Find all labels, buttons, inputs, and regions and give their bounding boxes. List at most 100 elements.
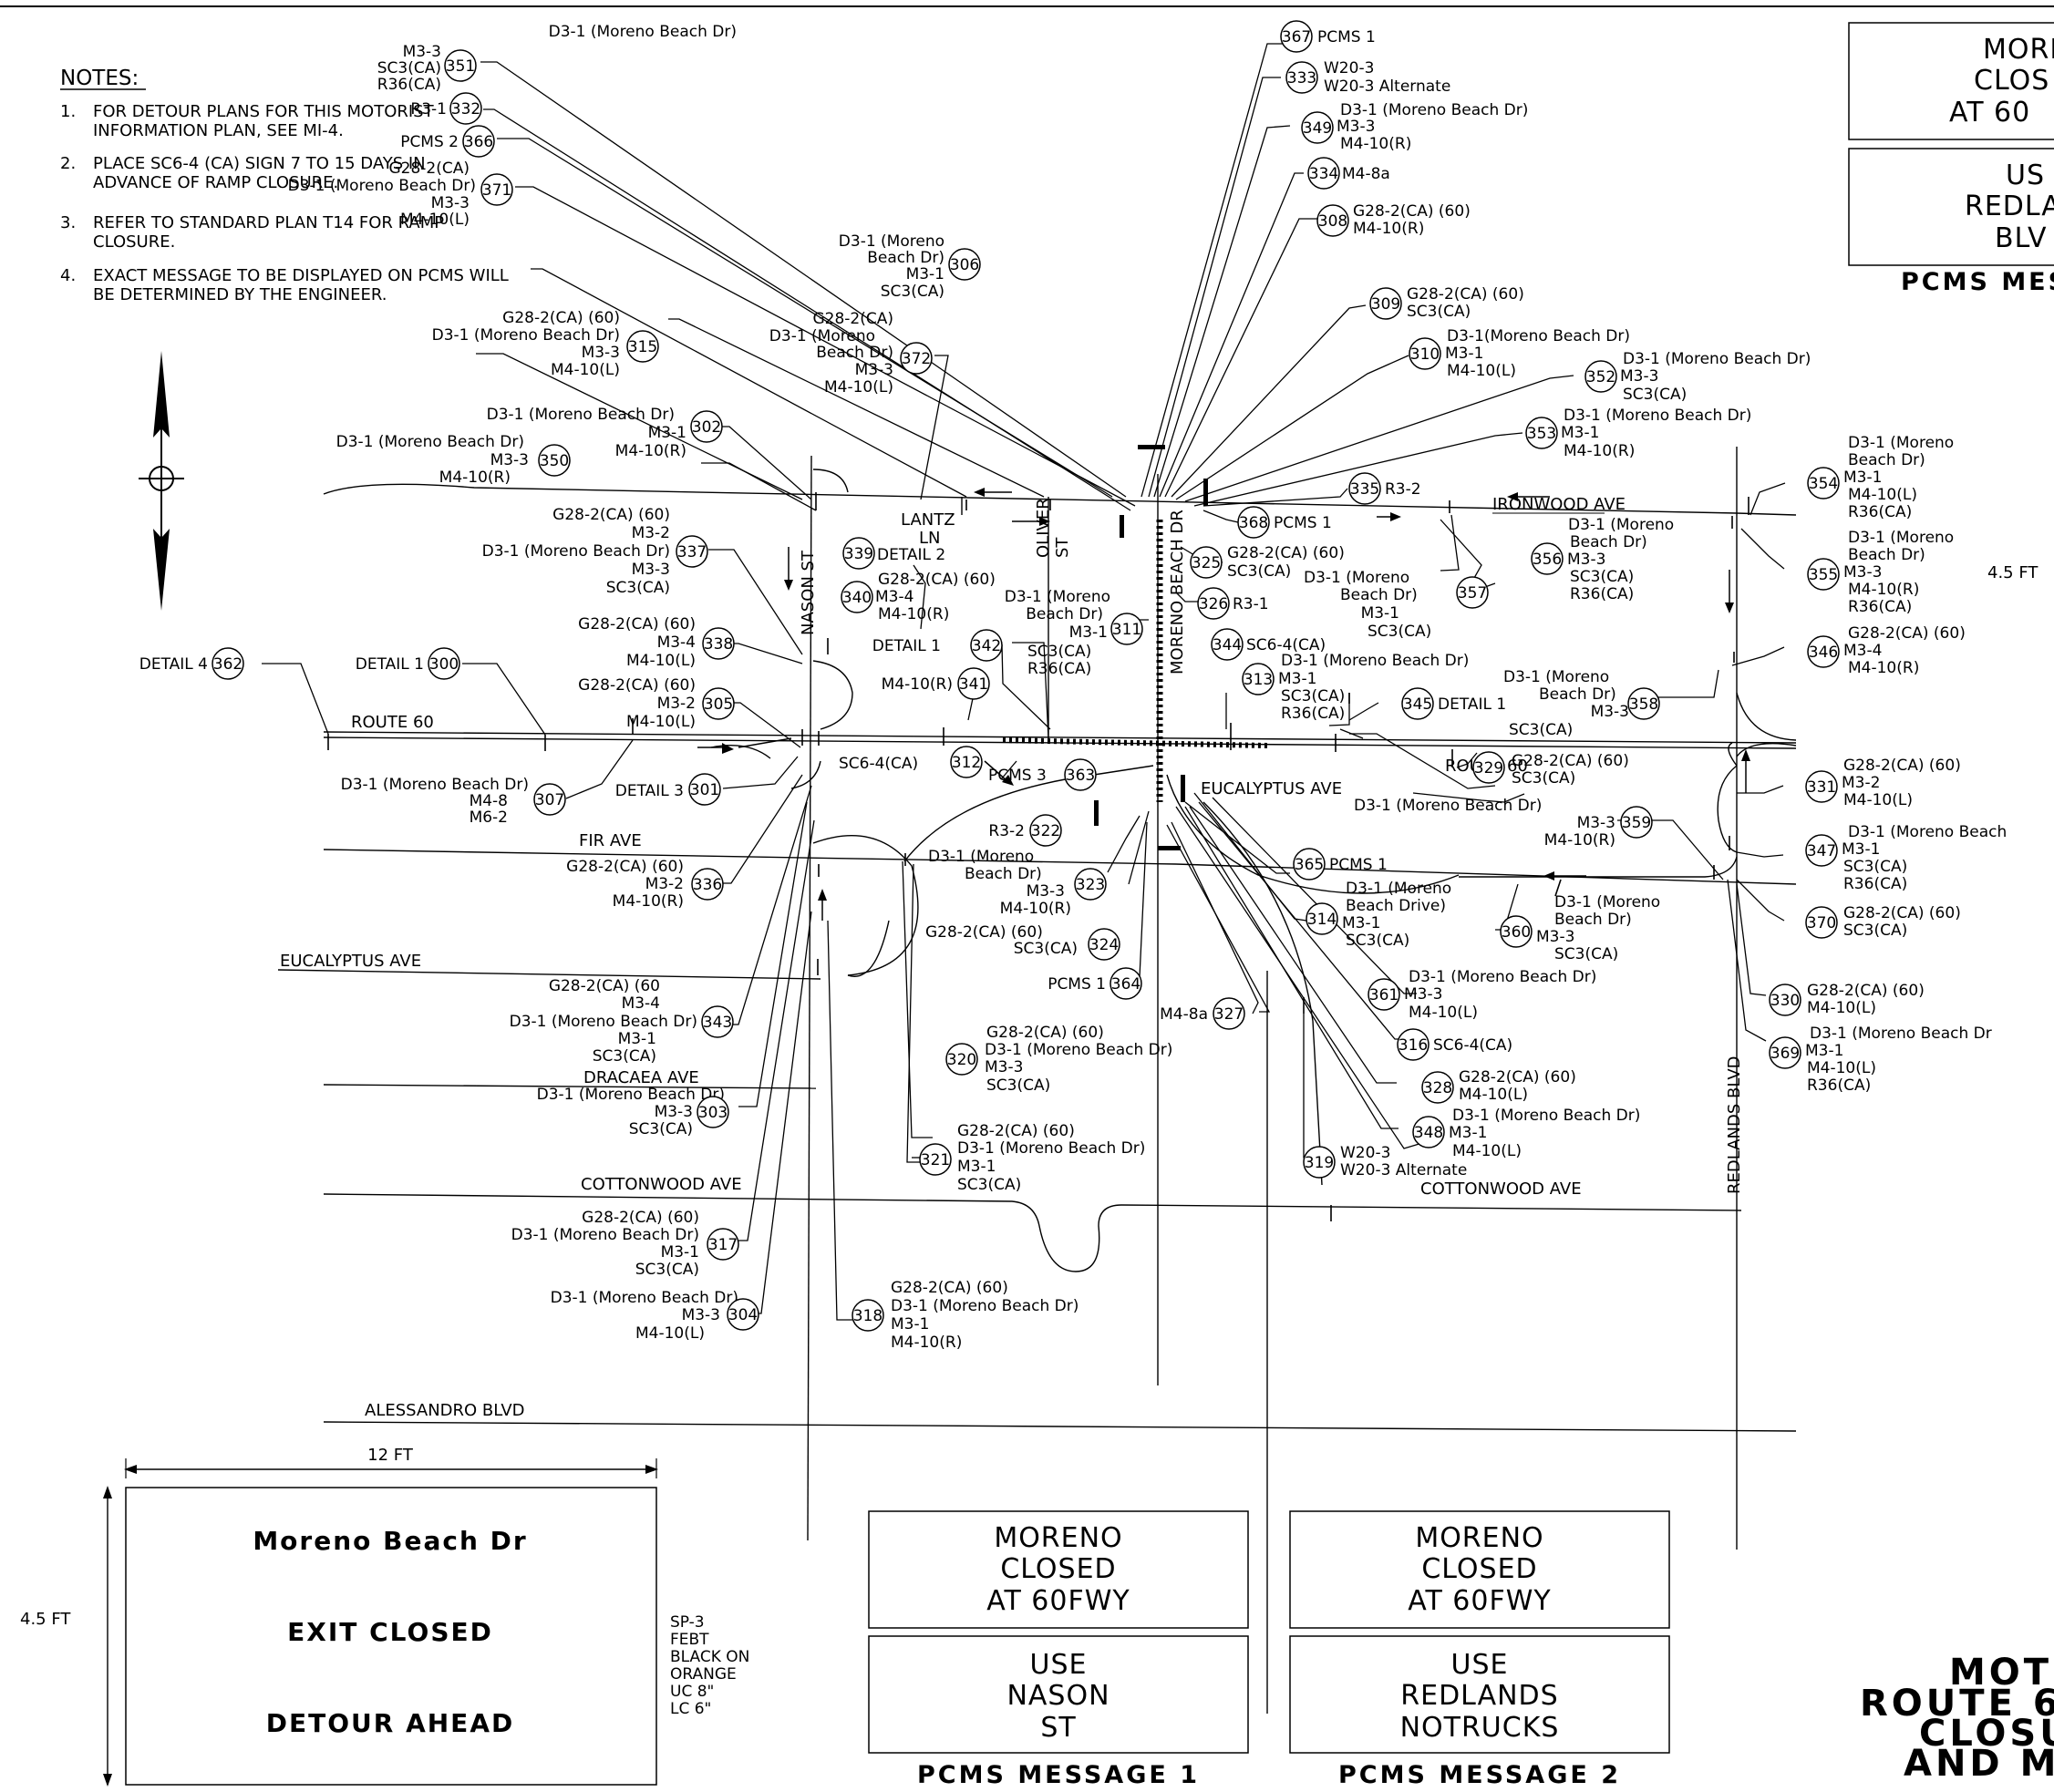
svg-text:359: 359 <box>1622 814 1651 832</box>
callout-324: G28-2(CA) (60) SC3(CA) 324 <box>925 923 1120 961</box>
callout-367: 367 PCMS 1 <box>1280 20 1376 53</box>
svg-text:M3-3: M3-3 <box>985 1058 1023 1076</box>
svg-text:SC6-4(CA): SC6-4(CA) <box>839 755 918 773</box>
callout-342: DETAIL 1 342 SC3(CA) R36(CA) <box>872 629 1091 678</box>
svg-text:D3-1 (Moreno: D3-1 (Moreno <box>1346 880 1451 898</box>
svg-text:M4-10(R): M4-10(R) <box>1340 135 1411 153</box>
notes-block: NOTES: 1. FOR DETOUR PLANS FOR THIS MOTO… <box>60 67 509 304</box>
svg-text:D3-1 (Moreno Beach Dr): D3-1 (Moreno Beach Dr) <box>891 1297 1079 1315</box>
road-label-ironwood-ave: IRONWOOD AVE <box>1492 495 1626 514</box>
callout-354: D3-1 (Moreno Beach Dr) 354 M3-1 M4-10(L)… <box>1807 434 1954 521</box>
svg-text:SC3(CA): SC3(CA) <box>377 59 441 77</box>
svg-text:M4-10(L): M4-10(L) <box>551 361 620 379</box>
svg-text:USE: USE <box>1030 1649 1088 1681</box>
svg-text:MORE: MORE <box>1983 34 2054 66</box>
svg-text:342: 342 <box>972 637 1001 655</box>
note-number: 2. <box>60 154 76 173</box>
arrow-icon <box>1507 492 1550 501</box>
svg-text:D3-1 (Moreno Beach Dr): D3-1 (Moreno Beach Dr) <box>482 542 670 561</box>
arrow-icon <box>697 743 734 754</box>
callout-339: 339 DETAIL 2 <box>842 537 945 570</box>
route-60-south-edge <box>323 736 1797 749</box>
svg-text:G28-2(CA) (60): G28-2(CA) (60) <box>957 1122 1075 1140</box>
svg-text:G28-2(CA): G28-2(CA) <box>812 310 893 328</box>
svg-text:G28-2(CA) (60: G28-2(CA) (60 <box>549 977 660 995</box>
svg-text:316: 316 <box>1399 1036 1428 1055</box>
svg-text:R3-1: R3-1 <box>410 100 447 118</box>
svg-text:M3-4: M3-4 <box>657 633 696 652</box>
svg-text:315: 315 <box>628 338 657 356</box>
callout-355: D3-1 (Moreno Beach Dr) 355 M3-3 M4-10(R)… <box>1807 529 1954 616</box>
svg-text:M4-8a: M4-8a <box>1342 165 1390 183</box>
arrow-icon <box>1012 517 1050 526</box>
svg-text:G28-2(CA) (60): G28-2(CA) (60) <box>552 506 670 524</box>
callout-346: G28-2(CA) (60) 346 M3-4 M4-10(R) <box>1807 624 1966 677</box>
width-dimension-label: 12 FT <box>367 1446 414 1465</box>
callout-336: G28-2(CA) (60) M3-2 M4-10(R) 336 <box>566 858 724 911</box>
svg-text:M4-8a: M4-8a <box>1160 1005 1208 1024</box>
callout-314: D3-1 (Moreno Beach Drive) 314 M3-1 SC3(C… <box>1306 880 1451 950</box>
svg-text:D3-1 (Moreno Beach Dr): D3-1 (Moreno Beach Dr) <box>336 433 524 451</box>
svg-text:SC3(CA): SC3(CA) <box>606 579 670 597</box>
svg-text:D3-1 (Moreno Beach Dr): D3-1 (Moreno Beach Dr) <box>341 776 529 794</box>
callout-330: 330 G28-2(CA) (60) M4-10(L) <box>1769 982 1925 1017</box>
svg-text:M4-10(L): M4-10(L) <box>400 211 470 229</box>
svg-text:302: 302 <box>692 418 721 437</box>
arrow-icon <box>1377 512 1401 521</box>
svg-text:320: 320 <box>947 1051 976 1069</box>
dracaea-ave-road <box>323 1084 817 1089</box>
svg-text:327: 327 <box>1214 1005 1244 1024</box>
svg-text:308: 308 <box>1318 212 1347 231</box>
svg-text:M6-2: M6-2 <box>470 808 508 827</box>
note-line: FOR DETOUR PLANS FOR THIS MOTORIST <box>93 102 435 121</box>
svg-text:M3-1: M3-1 <box>1069 623 1108 642</box>
svg-text:FEBT: FEBT <box>670 1631 709 1649</box>
sign-specification: SP-3 FEBT BLACK ON ORANGE UC 8" LC 6" <box>670 1613 749 1718</box>
svg-text:M3-2: M3-2 <box>1842 774 1880 792</box>
callout-363: PCMS 3 363 <box>988 758 1097 791</box>
svg-text:303: 303 <box>698 1104 728 1122</box>
road-label-dracaea-ave: DRACAEA AVE <box>583 1068 699 1087</box>
callout-352: D3-1 (Moreno Beach Dr) 352 M3-3 SC3(CA) <box>1584 350 1811 404</box>
callout-321: 321 G28-2(CA) (60) D3-1 (Moreno Beach Dr… <box>919 1122 1145 1194</box>
callout-349: D3-1 (Moreno Beach Dr) 349 M3-3 M4-10(R) <box>1301 101 1528 153</box>
svg-text:US: US <box>2006 160 2045 191</box>
road-label-lantz-ln: LN <box>919 529 941 548</box>
svg-text:M3-3: M3-3 <box>1027 882 1065 901</box>
svg-text:G28-2(CA) (60): G28-2(CA) (60) <box>578 676 696 695</box>
callout-310: D3-1(Moreno Beach Dr) 310 M3-1 M4-10(L) <box>1409 327 1630 380</box>
pcms-frame-2 <box>1848 148 2054 266</box>
detour-sign-line: EXIT CLOSED <box>287 1617 493 1647</box>
svg-text:Beach Dr): Beach Dr) <box>1570 533 1647 551</box>
svg-text:346: 346 <box>1809 644 1838 662</box>
callout-301: DETAIL 3 301 <box>615 773 721 806</box>
callout-365: 365 PCMS 1 <box>1293 848 1388 881</box>
svg-text:SC3(CA): SC3(CA) <box>1027 643 1091 661</box>
note-number: 3. <box>60 213 76 232</box>
callout-303: D3-1 (Moreno Beach Dr) M3-3 SC3(CA) 303 <box>537 1086 729 1138</box>
callout-343: G28-2(CA) (60 M3-4 D3-1 (Moreno Beach Dr… <box>510 977 734 1066</box>
svg-text:M3-3: M3-3 <box>1567 551 1605 569</box>
svg-text:331: 331 <box>1807 778 1836 797</box>
svg-text:MORENO: MORENO <box>994 1522 1122 1554</box>
pcms-caption: PCMS MES <box>1901 268 2054 296</box>
svg-text:352: 352 <box>1586 368 1615 386</box>
road-label-fir-ave: FIR AVE <box>579 831 642 850</box>
height-dimension-label: 4.5 FT <box>20 1610 71 1629</box>
svg-text:SC3(CA): SC3(CA) <box>957 1176 1021 1194</box>
svg-text:SC3(CA): SC3(CA) <box>1368 623 1431 641</box>
svg-text:D3-1 (Moreno Beach Dr): D3-1 (Moreno Beach Dr) <box>487 406 675 424</box>
svg-text:Beach Dr): Beach Dr) <box>1848 546 1925 564</box>
road-labels: ROUTE 60 ROUTE 60 FIR AVE EUCALYPTUS AVE… <box>280 495 1744 1420</box>
svg-text:M3-1: M3-1 <box>1843 469 1882 487</box>
callout-306: D3-1 (Moreno Beach Dr) M3-1 SC3(CA) 306 <box>839 232 981 301</box>
svg-text:M3-3: M3-3 <box>855 361 893 379</box>
svg-text:NASON: NASON <box>1006 1680 1110 1712</box>
svg-text:D3-1 (Moreno Beach Dr): D3-1 (Moreno Beach Dr) <box>957 1139 1145 1158</box>
svg-text:D3-1(Moreno Beach Dr): D3-1(Moreno Beach Dr) <box>1447 327 1630 345</box>
svg-text:347: 347 <box>1807 842 1836 860</box>
callout-356: D3-1 (Moreno Beach Dr) 356 M3-3 SC3(CA) … <box>1531 516 1674 603</box>
svg-text:M4-10(L): M4-10(L) <box>1807 999 1876 1017</box>
svg-text:M4-10(L): M4-10(L) <box>1807 1059 1876 1077</box>
cottonwood-ave-road <box>323 1193 1742 1272</box>
